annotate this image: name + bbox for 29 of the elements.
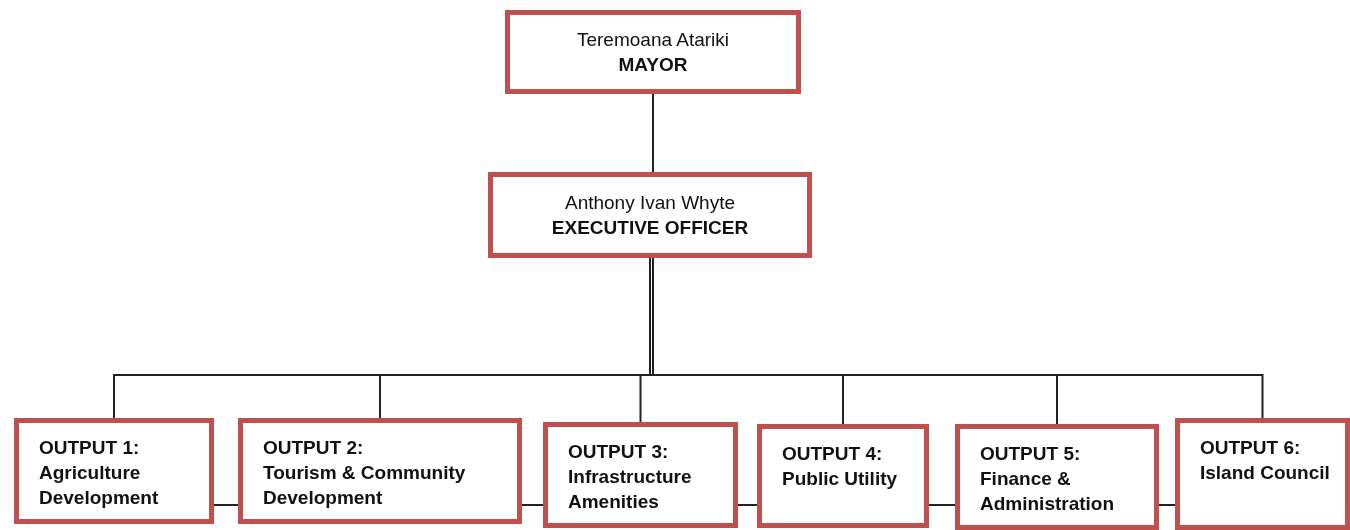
output-number: OUTPUT 6: [1200, 437, 1301, 458]
output-number: OUTPUT 4: [782, 443, 883, 464]
person-name: Anthony Ivan Whyte [564, 192, 735, 213]
output-box [238, 418, 522, 524]
connector-line [1158, 504, 1176, 506]
connector-line [928, 504, 956, 506]
output-name: Infrastructure Amenities [568, 466, 692, 512]
person-name: Teremoana Atariki [576, 29, 730, 50]
output-name: Public Utility [782, 468, 898, 489]
output-number: OUTPUT 5: [980, 443, 1081, 464]
output-box [14, 418, 214, 524]
position-box [505, 10, 801, 94]
output-box [543, 422, 738, 528]
output-box [955, 424, 1159, 530]
position-box [488, 172, 812, 258]
position-title: EXECUTIVE OFFICER [551, 217, 749, 238]
output-name: Tourism & Community Development [263, 462, 466, 508]
position-title: MAYOR [618, 54, 688, 75]
output-name: Island Council [1200, 462, 1330, 483]
output-number: OUTPUT 3: [568, 441, 669, 462]
output-number: OUTPUT 1: [39, 437, 140, 458]
connector-line [521, 504, 544, 506]
connector-line [737, 504, 758, 506]
output-number: OUTPUT 2: [263, 437, 364, 458]
connector-line [213, 504, 239, 506]
output-box [1175, 418, 1350, 530]
output-box [757, 424, 929, 528]
output-name: Agriculture Development [39, 462, 159, 508]
output-name: Finance & Administration [980, 468, 1115, 514]
